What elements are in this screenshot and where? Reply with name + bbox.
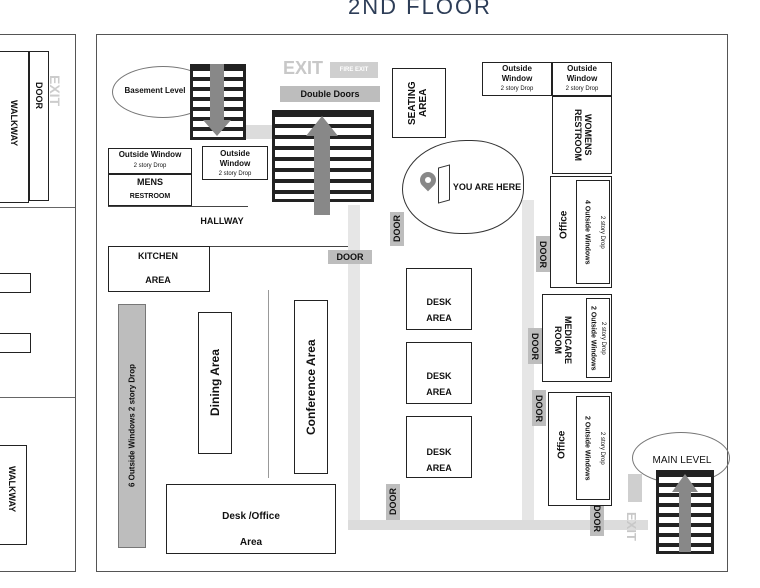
main-level-arrow-head xyxy=(672,474,698,492)
left-divider-2 xyxy=(0,397,75,398)
office-upper-label: Office xyxy=(558,210,570,240)
outside-window-2-label: Outside Window xyxy=(566,64,598,83)
dining-area-label: Dining Area xyxy=(208,349,222,417)
six-windows-strip xyxy=(118,304,146,548)
mens-restroom xyxy=(108,174,192,206)
womens-restroom xyxy=(552,96,612,174)
desk-area-3 xyxy=(406,416,472,478)
outside-window-3-drop: 2 story Drop xyxy=(133,163,167,169)
office-upper-windows xyxy=(576,180,610,284)
kitchen-area-label: AREA xyxy=(145,275,171,285)
medicare-windows-drop: 2 story Drop xyxy=(600,321,606,355)
double-doors-label: Double Doors xyxy=(300,89,360,99)
desk-office-area xyxy=(166,484,336,554)
seating-area-label: SEATING AREA xyxy=(407,81,429,125)
desk-area-2-desk: DESK xyxy=(426,371,452,381)
main-level-label: MAIN LEVEL xyxy=(652,455,712,466)
outside-window-2-drop: 2 story Drop xyxy=(565,86,599,92)
fire-exit-sign: FIRE EXIT xyxy=(330,62,378,78)
corridor-bottom xyxy=(348,520,648,530)
door-hall-vertical: DOOR xyxy=(390,212,404,246)
location-pin-dot xyxy=(425,177,431,183)
door-office-upper: DOOR xyxy=(536,236,550,272)
main-stairs-arrow-head xyxy=(306,116,338,136)
desk-office-area-label: Area xyxy=(239,537,263,548)
top-exit-text: EXIT xyxy=(283,58,324,78)
desk-area-1-area: AREA xyxy=(426,313,452,323)
medicare-room-label: MEDICARE ROOM xyxy=(553,315,573,364)
kitchen-area xyxy=(108,246,210,292)
left-panel: WALKWAY DOOR EXIT WALKWAY xyxy=(0,34,76,572)
kitchen-label: KITCHEN xyxy=(138,251,178,261)
hallway-line-bottom xyxy=(108,246,348,247)
office-lower-windows-drop: 2 story Drop xyxy=(599,431,605,465)
left-walkway-top-label: WALKWAY xyxy=(9,99,19,147)
basement-stairs-arrow-head xyxy=(203,120,231,136)
outside-window-3 xyxy=(108,148,192,174)
outside-window-3-label: Outside Window xyxy=(118,150,182,159)
basement-stairs-arrow-shaft xyxy=(210,64,224,122)
conference-area xyxy=(294,300,328,474)
outside-window-4-label: Outside Window xyxy=(219,149,251,168)
main-level-arrow-shaft xyxy=(679,490,691,552)
hallway-line-top xyxy=(108,206,248,207)
six-windows-label: 6 Outside Windows 2 story Drop xyxy=(127,363,137,487)
double-doors xyxy=(280,86,380,102)
desk-area-3-desk: DESK xyxy=(426,447,452,457)
desk-office-label: Desk /Office xyxy=(222,511,280,522)
dining-area xyxy=(198,312,232,454)
hallway-label: HALLWAY xyxy=(200,216,244,226)
left-divider-1 xyxy=(0,207,75,208)
office-lower-windows-label: 2 Outside Windows xyxy=(583,415,591,481)
mens-label: MENS xyxy=(136,177,163,187)
office-lower-windows xyxy=(576,396,610,500)
you-are-here-marker xyxy=(438,164,450,204)
left-door-label: DOOR xyxy=(34,81,44,109)
door-office-lower: DOOR xyxy=(532,390,546,426)
office-lower-label: Office xyxy=(556,430,568,460)
outside-window-1-label: Outside Window xyxy=(501,64,533,83)
left-exit-text: EXIT xyxy=(47,75,63,107)
door-medicare: DOOR xyxy=(528,328,542,364)
left-walkway-bottom xyxy=(0,445,27,545)
basement-level-label: Basement Level xyxy=(124,86,186,95)
four-windows-label: 4 Outside Windows xyxy=(583,199,591,265)
door-bottom-right: DOOR xyxy=(590,500,604,536)
outside-window-1-drop: 2 story Drop xyxy=(500,86,534,92)
main-level-exit-text: EXIT xyxy=(624,512,639,541)
four-windows-drop: 2 story Drop xyxy=(599,215,605,249)
outside-window-2 xyxy=(552,62,612,96)
outside-window-4 xyxy=(202,146,268,180)
desk-area-1-desk: DESK xyxy=(426,297,452,307)
medicare-windows-label: 2 Outside Windows xyxy=(589,305,597,371)
outside-window-1 xyxy=(482,62,552,96)
main-level-exit-sign xyxy=(628,474,642,502)
you-are-here-bubble xyxy=(402,140,524,234)
main-stairs-arrow-shaft xyxy=(314,135,330,215)
left-walkway-bottom-label: WALKWAY xyxy=(7,465,17,513)
desk-area-2 xyxy=(406,342,472,404)
outside-window-4-drop: 2 story Drop xyxy=(218,171,252,177)
left-door-top xyxy=(29,51,49,201)
dining-divider xyxy=(268,290,269,478)
conference-area-label: Conference Area xyxy=(304,339,318,435)
desk-area-3-area: AREA xyxy=(426,463,452,473)
womens-restroom-label: WOMENS RESTROOM xyxy=(573,108,593,161)
desk-area-2-area: AREA xyxy=(426,387,452,397)
door-bottom-left: DOOR xyxy=(386,484,400,520)
floor-title: 2ND FLOOR xyxy=(348,0,492,19)
left-block-1 xyxy=(0,273,31,293)
main-floor xyxy=(96,34,728,572)
left-block-2 xyxy=(0,333,31,353)
seating-area xyxy=(392,68,446,138)
door-hall-horizontal: DOOR xyxy=(328,250,372,264)
left-walkway-top xyxy=(0,51,29,203)
restroom-label: RESTROOM xyxy=(129,192,171,200)
desk-area-1 xyxy=(406,268,472,330)
corridor-vertical xyxy=(348,205,360,525)
you-are-here-label: YOU ARE HERE xyxy=(452,182,522,192)
medicare-windows xyxy=(586,298,610,378)
